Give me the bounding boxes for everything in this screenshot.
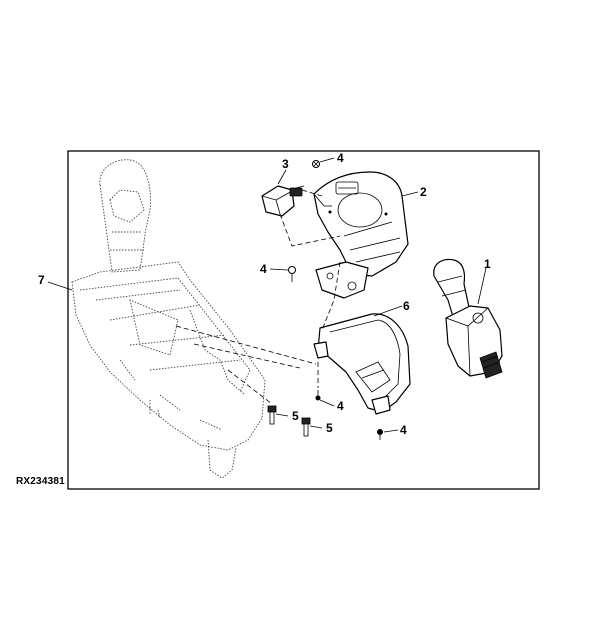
callout-upper-housing: 2 xyxy=(420,185,427,199)
screw-top-icon xyxy=(312,160,320,168)
lower-housing-part xyxy=(313,313,411,415)
callout-screw-bottom: 4 xyxy=(400,423,407,437)
figure-reference-code: RX234381 xyxy=(16,476,65,487)
screw-bottom-icon xyxy=(377,429,383,440)
assembly-lines xyxy=(175,189,341,405)
callout-switch: 3 xyxy=(282,157,289,171)
switch-part xyxy=(261,185,305,217)
callout-screw-mid: 4 xyxy=(337,399,344,413)
joystick-part xyxy=(433,258,503,379)
screw-mid-icon xyxy=(315,390,321,401)
callout-labels: 1 2 3 4 4 4 4 5 5 6 7 xyxy=(38,151,491,437)
callout-bolt-right: 5 xyxy=(326,421,333,435)
screw-left-icon xyxy=(288,266,296,282)
console-part xyxy=(71,159,266,479)
diagram-frame xyxy=(67,150,540,490)
callout-screw-left: 4 xyxy=(260,262,267,276)
callout-lower-housing: 6 xyxy=(403,299,410,313)
bolt-right-icon xyxy=(301,417,311,437)
callout-screw-top: 4 xyxy=(337,151,344,165)
callout-console: 7 xyxy=(38,273,45,287)
leader-lines xyxy=(47,157,487,433)
bolt-left-icon xyxy=(267,405,277,425)
upper-housing-part xyxy=(313,171,409,299)
callout-bolt-left: 5 xyxy=(292,409,299,423)
callout-joystick: 1 xyxy=(484,257,491,271)
fasteners xyxy=(267,160,383,440)
